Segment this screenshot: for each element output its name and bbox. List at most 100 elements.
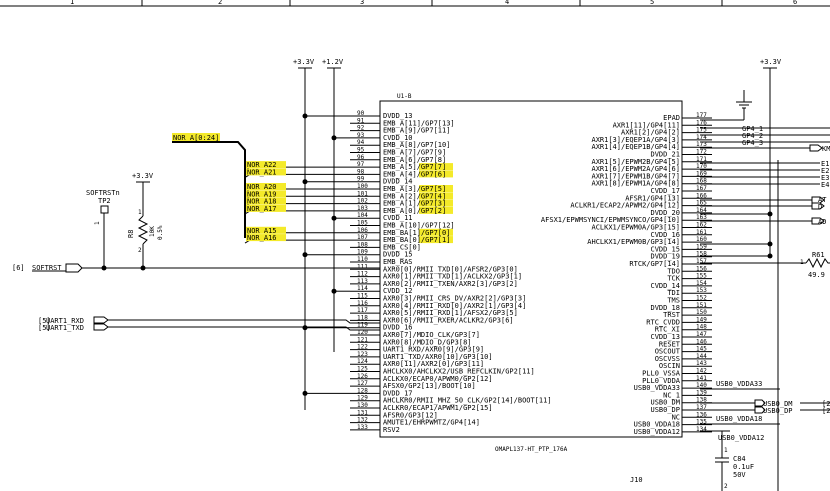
tp-pin: 1 [94,221,101,225]
right-pin-name: AHCLKX1/EPWM0B/GP3[14] [587,238,680,246]
d-label: D [818,203,822,211]
right-pin-name: AXR1[2]/GP4[2] [621,129,680,137]
uart-tx-label: UART1_TXD [46,324,84,332]
right-pin-number: 152 [696,295,707,302]
right-pin-number: 140 [696,382,707,389]
sheet-border: 1 2 3 4 5 6 [0,0,830,7]
power-label-33v-left: +3.3V [293,58,315,66]
left-pin-name: EMB_A[4]/GP7[6] [383,170,446,178]
left-pin-name: DVDD_15 [383,251,413,259]
right-pin-name: RESET [659,340,681,348]
left-pin-number: 100 [357,183,368,190]
right-pin-name: CVDD_16 [650,231,680,239]
left-pin-name: EMB_A[3]/GP7[5] [383,185,446,193]
usb-vdda12-label: USB0_VDDA12 [718,434,764,442]
left-pin-name: EMB_BA[1]/GP7[0] [383,229,450,237]
right-pin-name: RTCK/GP7[14] [629,260,680,268]
softrst-net-label: SOFTRST [32,264,62,272]
right-pin-number: 154 [696,280,707,287]
right-pin-number: 134 [696,426,707,433]
right-pin-name: DVDD_19 [650,253,680,261]
left-pin-name: CVDD_11 [383,214,413,222]
uart-nets: [5] UART1_RXD [5] UART1_TXD [38,316,380,332]
nor-bus: NOR_A[0:24] [172,133,246,238]
right-pin-name: AXR1[3]/EQEP1A/GP4[3] [591,136,680,144]
left-pin-name: AHCLKX0/AHCLKX2/USB_REFCLKIN/GP2[11] [383,368,535,376]
left-pin-number: 92 [357,125,365,132]
right-pin-number: 172 [696,149,707,156]
at-label: AT [818,196,827,204]
left-pin-name: EMB_A[0]/GP7[2] [383,207,446,215]
right-pin-name: CVDD_17 [650,187,680,195]
right-pin-name: OSCVSS [655,355,680,363]
left-pin-number: 111 [357,263,368,270]
right-pin-number: 142 [696,368,707,375]
right-pin-name: USB0_DM [650,399,680,407]
c84-volt: 50V [733,471,746,479]
power-junctions [302,113,350,396]
left-pin-number: 115 [357,293,368,300]
left-pin-name: EMB_A[11]/GP7[13] [383,119,455,127]
right-pin-name: NC [672,413,680,421]
right-pin-name: ACLKR1/ECAP2/APWM2/GP4[12] [570,202,680,210]
left-pin-number: 126 [357,373,368,380]
left-pin-name: AFSR0/GP3[12] [383,411,438,419]
left-pin-number: 103 [357,205,368,212]
right-pin-name: AFSR1/GP4[13] [625,194,680,202]
right-pin-number: 139 [696,389,707,396]
left-pin-number: 109 [357,249,368,256]
right-pin-number: 138 [696,397,707,404]
right-pin-number: 144 [696,353,707,360]
right-pin-name: TRST [663,311,681,319]
tp-label: TP2 [98,197,111,205]
left-pin-number: 93 [357,132,365,139]
right-pin-number: 157 [696,258,707,265]
right-pin-number: 168 [696,178,707,185]
right-pin-name: CVDD_15 [650,245,680,253]
nor-net-label: NOR_A15 [247,227,277,235]
right-pin-name: AXR1[8]/EPWM1A/GP4[8] [591,180,680,188]
right-pin-number: 145 [696,346,707,353]
ad-label: AD [818,218,826,226]
right-pin-number: 137 [696,404,707,411]
left-pin-number: 105 [357,220,368,227]
left-pin-number: 123 [357,351,368,358]
right-pin-number: 176 [696,119,707,126]
right-pin-name: RTC_XI [655,326,680,334]
left-pin-number: 108 [357,241,368,248]
r8-pin2: 2 [138,247,142,254]
left-pin-number: 91 [357,117,365,124]
right-pin-number: 161 [696,229,707,236]
left-pin-number: 122 [357,344,368,351]
right-pin-number: 150 [696,309,707,316]
nor-net-group: NOR_A22NOR_A21NOR_A20NOR_A19NOR_A18NOR_A… [244,161,453,244]
right-pin-name: AXR1[6]/EPWM2A/GP4[6] [591,165,680,173]
left-pin-name: AMUTE1/EHRPWMTZ/GP4[14] [383,419,480,427]
right-pin-name: RTC_CVDD [646,318,680,326]
right-pin-name: CVDD_13 [650,333,680,341]
uart-tx-ref: [5] [38,324,51,332]
usb-vdda18-label: USB0_VDDA18 [716,415,762,423]
left-pin-number: 110 [357,256,368,263]
left-pin-name: DVDD_17 [383,389,413,397]
r8-ref: R8 [127,230,135,238]
left-pin-number: 97 [357,161,365,168]
left-pin-name: AFSX0/GP2[13]/BOOT[10] [383,382,476,390]
left-pin-number: 107 [357,234,368,241]
right-pin-number: 177 [696,112,707,119]
right-pin-number: 169 [696,170,707,177]
power-label-33v-right: +3.3V [760,58,782,66]
left-pin-name: AXR0[6]/RMII_RXER/ACLKR2/GP3[6] [383,316,514,324]
left-pin-name: EMB_A[2]/GP7[4] [383,192,446,200]
chip-ref: U1-B [397,93,412,100]
right-pin-number: 170 [696,163,707,170]
left-pin-name: EMB_A[10]/GP7[12] [383,222,455,230]
right-pin-number: 158 [696,251,707,258]
right-pin-number: 165 [696,200,707,207]
left-pin-name: EMB_A[7]/GP7[9] [383,149,446,157]
tp2-pad [100,205,109,214]
nor-net-label: NOR_A18 [247,198,277,206]
c84-ref: C84 [733,455,746,463]
